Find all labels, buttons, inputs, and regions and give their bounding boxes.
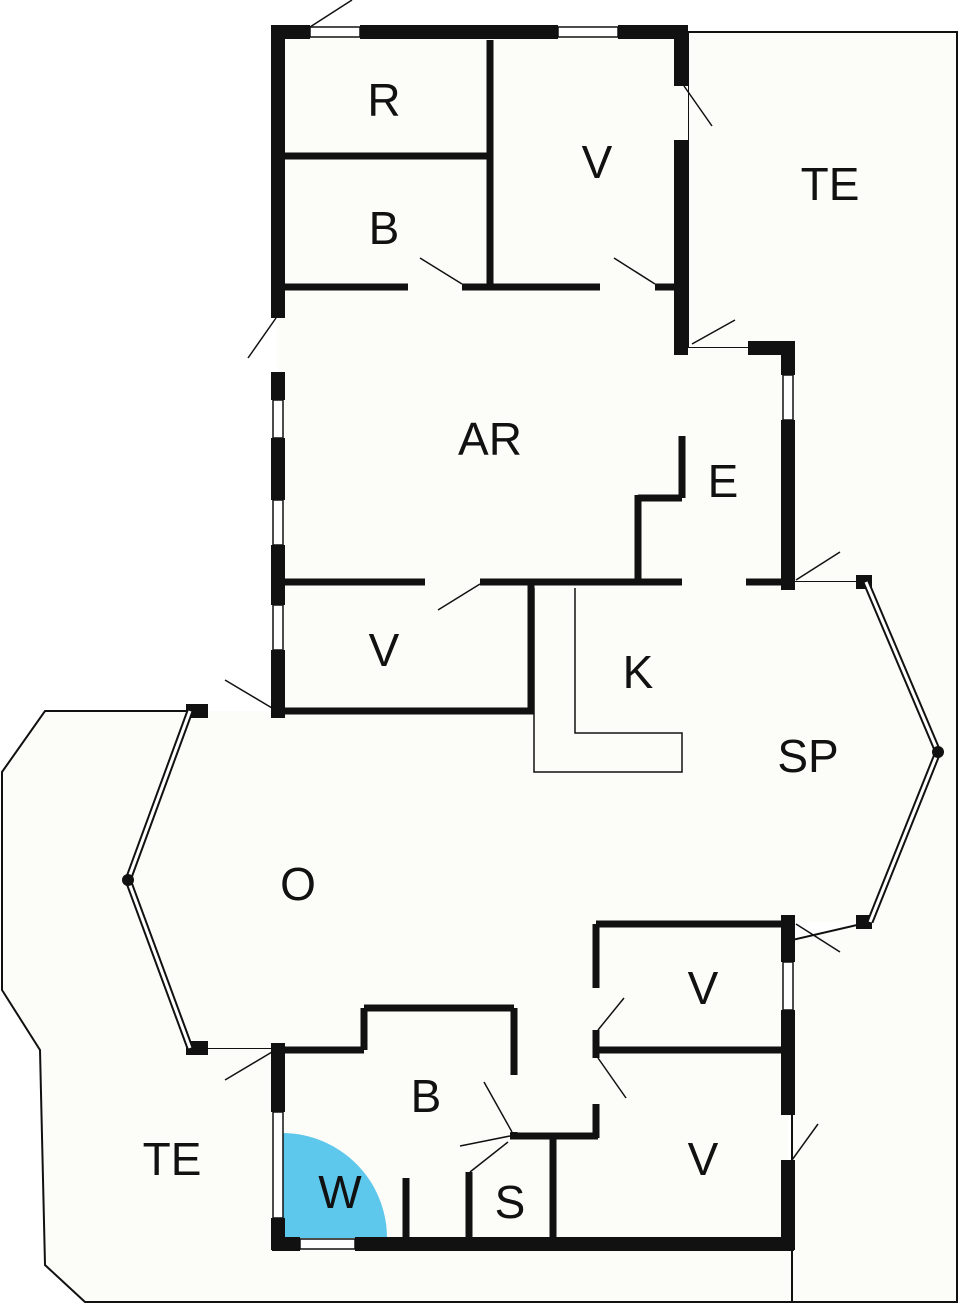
shower-area <box>282 1133 387 1238</box>
kitchen-counter <box>533 588 683 773</box>
room-label-v-right-lower: V <box>688 1133 719 1185</box>
room-label-v-right-upper: V <box>688 962 719 1014</box>
room-label-o: O <box>280 858 316 910</box>
room-label-sp: SP <box>777 730 838 782</box>
room-label-w: W <box>318 1166 362 1218</box>
interior-walls <box>278 40 788 1244</box>
room-label-r: R <box>367 74 400 126</box>
windows <box>122 26 944 1250</box>
room-label-te-east: TE <box>801 158 860 210</box>
room-label-k: K <box>623 646 654 698</box>
room-label-v-upper: V <box>582 136 613 188</box>
room-label-e: E <box>708 455 739 507</box>
doors <box>224 0 841 1173</box>
room-label-b-lower: B <box>411 1070 442 1122</box>
room-label-b-upper: B <box>369 202 400 254</box>
room-label-te-west: TE <box>143 1133 202 1185</box>
room-label-v-mid: V <box>369 624 400 676</box>
room-label-ar: AR <box>458 413 522 465</box>
room-label-s: S <box>495 1176 526 1228</box>
